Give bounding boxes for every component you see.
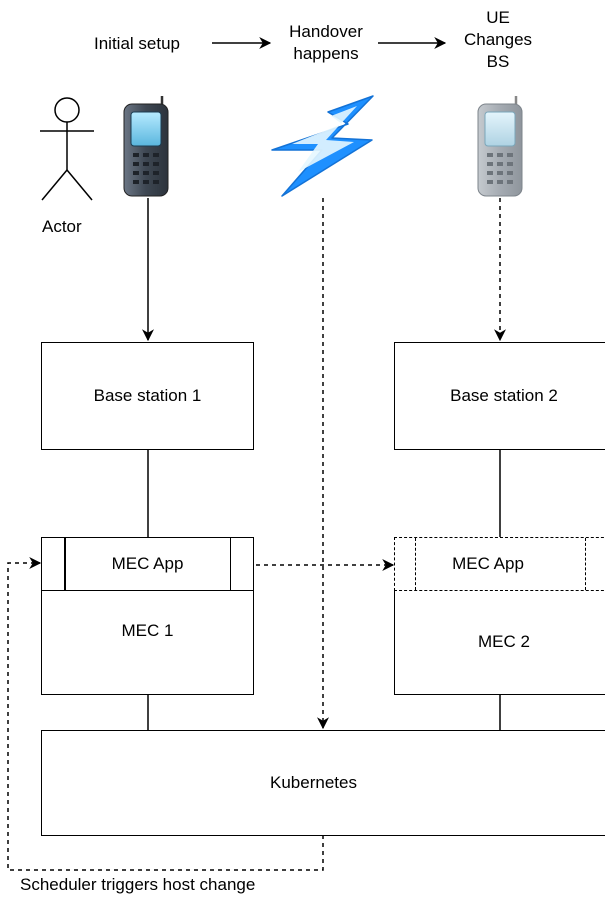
mobile-phone-icon (477, 96, 523, 197)
flow-step-initial-setup: Initial setup (94, 34, 180, 53)
kubernetes-cluster[interactable]: Kubernetes (41, 730, 605, 836)
lightning-bolt-icon (271, 95, 374, 197)
mec-app-1-label: MEC App (111, 554, 184, 573)
mobile-phone-icon (123, 96, 169, 197)
mec-app-2[interactable]: MEC App (394, 537, 605, 591)
flow-step-ue-line1: UE (486, 8, 510, 27)
flow-step-handover-line2: happens (293, 44, 359, 63)
flow-step-handover: Handover happens (274, 21, 378, 65)
arrow-scheduler-loop (7, 557, 324, 871)
actor-label: Actor (42, 217, 82, 236)
mec-2[interactable]: MEC 2 (394, 589, 605, 695)
flow-step-ue-line3: BS (486, 52, 510, 71)
base-station-1[interactable]: Base station 1 (41, 342, 254, 450)
mec-app-1[interactable]: MEC App (41, 537, 254, 591)
mec-app-2-label: MEC App (452, 554, 524, 573)
base-station-2[interactable]: Base station 2 (394, 342, 605, 450)
flow-step-ue-line2: Changes (463, 30, 533, 49)
flow-step-handover-line1: Handover (289, 22, 363, 41)
stick-figure-icon (40, 97, 94, 201)
flow-step-ue-changes-bs: UE Changes BS (448, 7, 548, 73)
scheduler-caption: Scheduler triggers host change (20, 875, 256, 894)
